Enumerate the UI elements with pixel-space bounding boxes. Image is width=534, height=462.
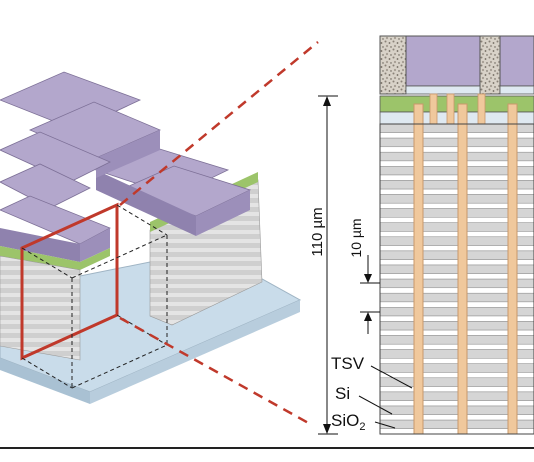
substrate-side [90, 300, 300, 404]
top-granular-left [379, 35, 407, 95]
cross-section-outline [379, 123, 534, 435]
top-die-left-base [405, 85, 481, 95]
tsv-stub [446, 93, 455, 125]
zoom-line-top [119, 41, 319, 206]
die-left-front-side [80, 228, 110, 262]
top-die-right [499, 35, 534, 87]
cross-section: 110 µm 10 µm TSV Si SiO2 [309, 35, 534, 435]
die-right-side [196, 190, 250, 236]
substrate-front [0, 358, 90, 404]
die-left-back-face [96, 130, 160, 178]
dimension-110 [318, 95, 338, 435]
label-sio2: SiO2 [331, 411, 365, 433]
bottom-rule [0, 447, 534, 449]
top-die-right-base [499, 85, 534, 95]
isometric-stack [0, 41, 319, 427]
leader-tsv [370, 365, 413, 389]
dimension-10 [360, 255, 380, 334]
die-left-front-face [0, 228, 80, 262]
leader-sio2 [374, 421, 396, 429]
dashed-cut-volume [21, 204, 168, 389]
label-sio2-sub: 2 [359, 421, 365, 433]
leader-si [358, 395, 393, 415]
label-si: Si [335, 384, 350, 403]
stack-left-layers [0, 255, 81, 361]
tsv-column [413, 103, 424, 435]
stack-left-interposer [0, 246, 110, 270]
layer-stack [379, 123, 534, 435]
label-sio2-main: SiO [331, 411, 359, 430]
stack-left [0, 71, 162, 361]
label-tsv: TSV [331, 354, 365, 373]
tsv-stub [429, 93, 438, 125]
tsv-column [457, 103, 468, 435]
zoom-line-bottom [119, 316, 313, 427]
dimension-110-label: 110 µm [309, 207, 326, 256]
dimension-10-label: 10 µm [348, 218, 364, 257]
tsv-column [507, 103, 518, 435]
top-die-left [405, 35, 481, 87]
die-right-face [96, 170, 196, 236]
top-granular-mid [479, 35, 501, 95]
tsv-stub [477, 93, 486, 125]
